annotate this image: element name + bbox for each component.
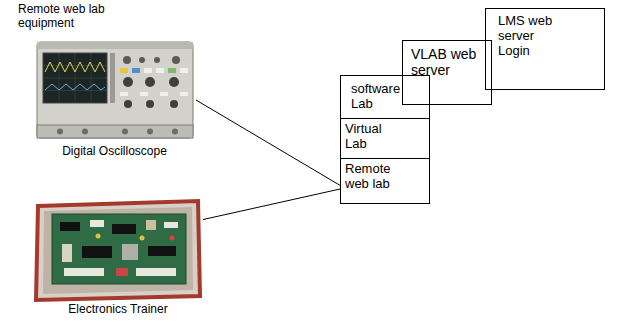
trainer-tray	[36, 201, 200, 300]
lab-box: Virtual Lab	[340, 118, 430, 159]
scope-buttons	[120, 68, 188, 96]
scope-screen	[43, 53, 107, 103]
screen-grid	[43, 53, 107, 103]
soft-keys	[110, 53, 115, 103]
scope-body	[37, 42, 193, 138]
device-caption: Electronics Trainer	[33, 303, 203, 317]
bnc-connectors	[57, 129, 178, 135]
device-caption: Digital Oscilloscope	[33, 145, 196, 159]
scope-knobs	[123, 56, 180, 108]
scope-bottom-strip	[37, 125, 193, 138]
board-components	[60, 220, 178, 276]
group-heading: Remote web lab equipment	[18, 3, 138, 31]
device-picture: Electronics Trainer	[33, 196, 203, 320]
device-picture: Digital Oscilloscope	[33, 38, 196, 162]
waveform	[45, 84, 105, 90]
tray-inner	[43, 207, 193, 294]
box-label: Virtual Lab	[345, 122, 401, 152]
trainer-picture	[36, 201, 200, 300]
circuit-board	[52, 214, 186, 284]
box-label: LMS web server Login	[498, 14, 568, 59]
scope-top-strip	[37, 42, 193, 49]
lab-box: software Lab	[340, 75, 430, 119]
box-label: software Lab	[351, 82, 413, 112]
box-label: VLAB web server	[411, 46, 483, 78]
oscilloscope-picture	[37, 42, 193, 138]
connector-line	[203, 189, 340, 220]
connector-line	[196, 100, 340, 185]
box-label: Remote web lab	[345, 162, 403, 192]
server-box: LMS web server Login	[485, 8, 605, 90]
waveform	[45, 62, 105, 72]
lab-box: Remote web lab	[340, 158, 430, 204]
server-box: VLAB web server	[402, 40, 492, 105]
